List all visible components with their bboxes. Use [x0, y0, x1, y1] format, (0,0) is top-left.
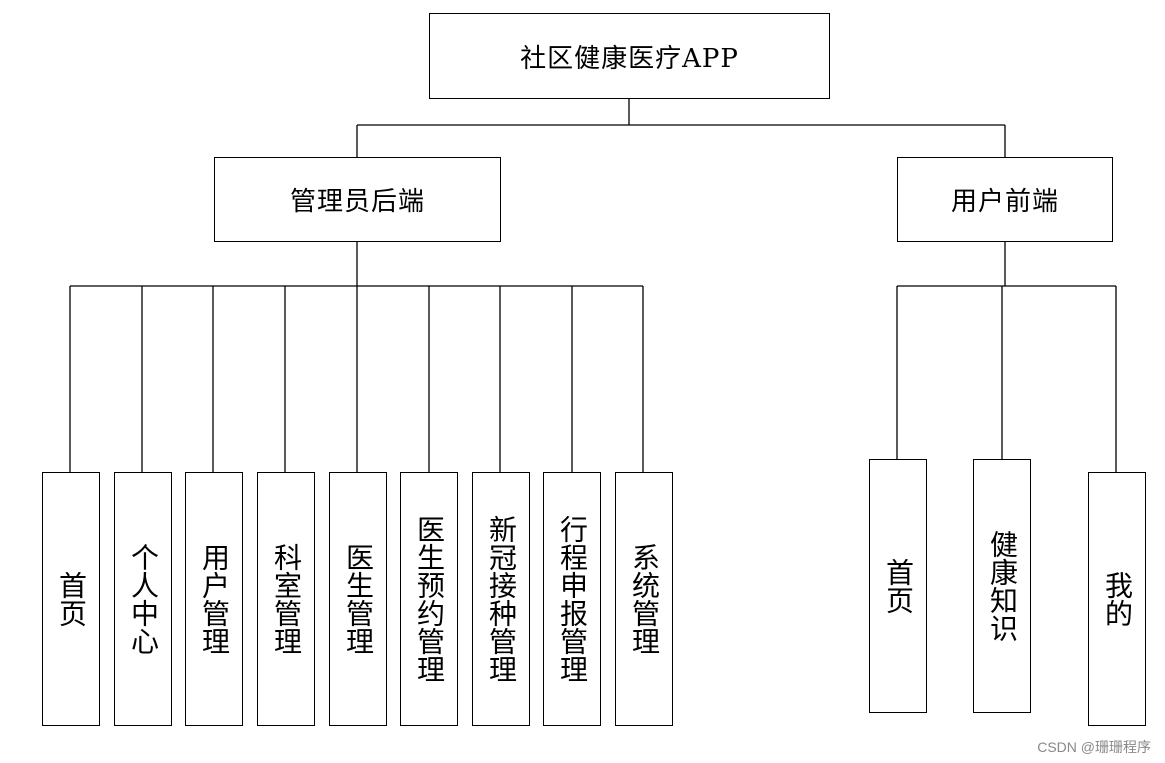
leaf-node-label: 系统管理 — [628, 543, 661, 655]
leaf-node-admin-doctor-management: 医生管理 — [329, 472, 387, 726]
leaf-node-admin-system-management: 系统管理 — [615, 472, 673, 726]
leaf-node-admin-vaccination-management: 新冠接种管理 — [472, 472, 530, 726]
leaf-node-label: 首页 — [882, 558, 915, 614]
leaf-node-admin-appointment-management: 医生预约管理 — [400, 472, 458, 726]
branch-node-admin-label: 管理员后端 — [289, 187, 425, 217]
leaf-node-user-health-knowledge: 健康知识 — [973, 459, 1031, 713]
leaf-node-user-mine: 我的 — [1088, 472, 1146, 726]
leaf-node-admin-user-management: 用户管理 — [185, 472, 243, 726]
branch-node-admin: 管理员后端 — [214, 157, 501, 242]
leaf-node-admin-department-management: 科室管理 — [257, 472, 315, 726]
leaf-node-label: 首页 — [55, 571, 88, 627]
leaf-node-admin-home: 首页 — [42, 472, 100, 726]
leaf-node-label: 我的 — [1101, 571, 1134, 627]
root-node: 社区健康医疗APP — [429, 13, 830, 99]
root-node-label: 社区健康医疗APP — [520, 43, 739, 74]
watermark: CSDN @珊珊程序 — [1037, 739, 1151, 755]
leaf-node-user-home: 首页 — [869, 459, 927, 713]
leaf-node-label: 用户管理 — [198, 543, 231, 655]
leaf-node-label: 医生预约管理 — [413, 515, 446, 683]
leaf-node-admin-itinerary-management: 行程申报管理 — [543, 472, 601, 726]
leaf-node-admin-personal-center: 个人中心 — [114, 472, 172, 726]
leaf-node-label: 新冠接种管理 — [485, 515, 518, 683]
leaf-node-label: 行程申报管理 — [556, 515, 589, 683]
leaf-node-label: 医生管理 — [342, 543, 375, 655]
leaf-node-label: 健康知识 — [986, 530, 1019, 642]
branch-node-user-label: 用户前端 — [950, 187, 1059, 217]
leaf-node-label: 科室管理 — [270, 543, 303, 655]
branch-node-user: 用户前端 — [897, 157, 1113, 242]
leaf-node-label: 个人中心 — [127, 543, 160, 655]
